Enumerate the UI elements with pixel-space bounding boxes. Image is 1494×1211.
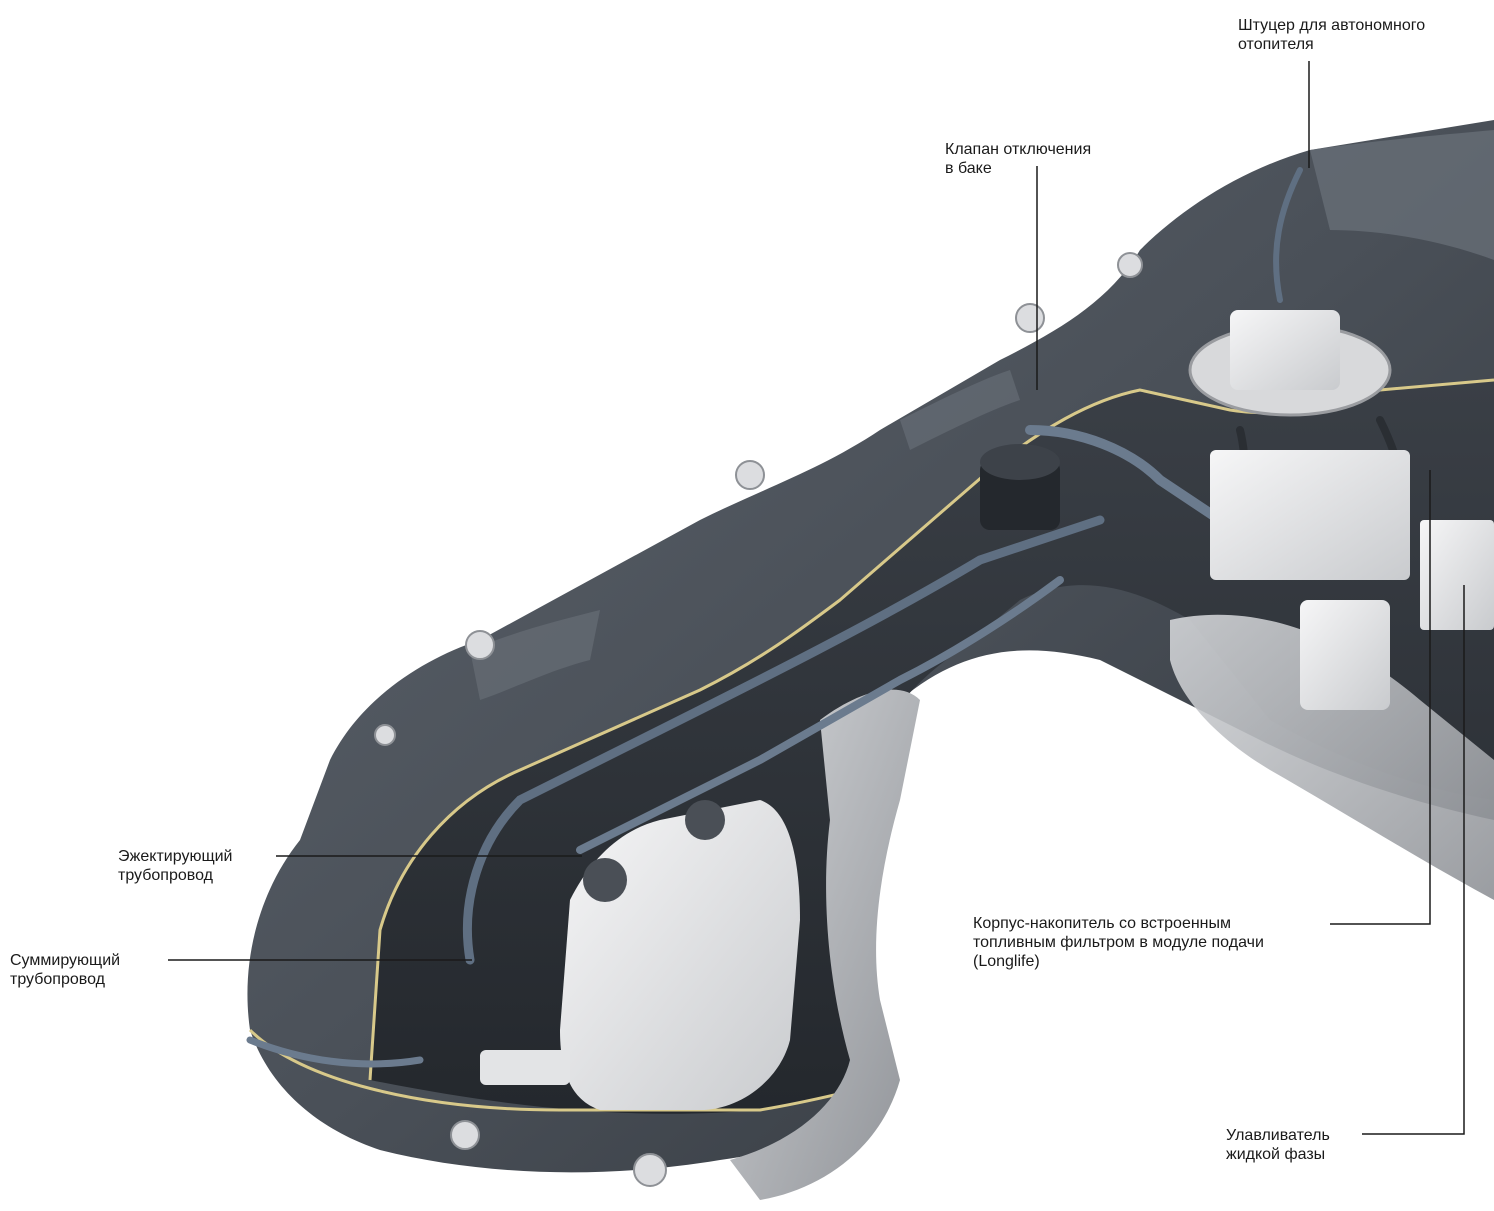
- label-reservoir-housing-line-3: (Longlife): [973, 952, 1264, 971]
- label-summing-pipe: Суммирующий трубопровод: [10, 951, 120, 989]
- label-ejector-pipe-line-1: Эжектирующий: [118, 847, 232, 866]
- label-liquid-trap-line-1: Улавливатель: [1226, 1126, 1330, 1145]
- label-ejector-pipe-line-2: трубопровод: [118, 866, 232, 885]
- label-heater-fitting: Штуцер для автономного отопителя: [1238, 16, 1425, 54]
- shutoff-valve-part: [980, 444, 1060, 530]
- label-summing-pipe-line-2: трубопровод: [10, 970, 120, 989]
- label-reservoir-housing: Корпус-накопитель со встроенным топливны…: [973, 914, 1264, 971]
- label-reservoir-housing-line-1: Корпус-накопитель со встроенным: [973, 914, 1264, 933]
- label-heater-fitting-line-2: отопителя: [1238, 35, 1425, 54]
- label-shutoff-valve-line-1: Клапан отключения: [945, 140, 1091, 159]
- label-ejector-pipe: Эжектирующий трубопровод: [118, 847, 232, 885]
- label-liquid-trap: Улавливатель жидкой фазы: [1226, 1126, 1330, 1164]
- label-heater-fitting-line-1: Штуцер для автономного: [1238, 16, 1425, 35]
- label-reservoir-housing-line-2: топливным фильтром в модуле подачи: [973, 933, 1264, 952]
- label-shutoff-valve: Клапан отключения в баке: [945, 140, 1091, 178]
- label-shutoff-valve-line-2: в баке: [945, 159, 1091, 178]
- label-liquid-trap-line-2: жидкой фазы: [1226, 1145, 1330, 1164]
- label-summing-pipe-line-1: Суммирующий: [10, 951, 120, 970]
